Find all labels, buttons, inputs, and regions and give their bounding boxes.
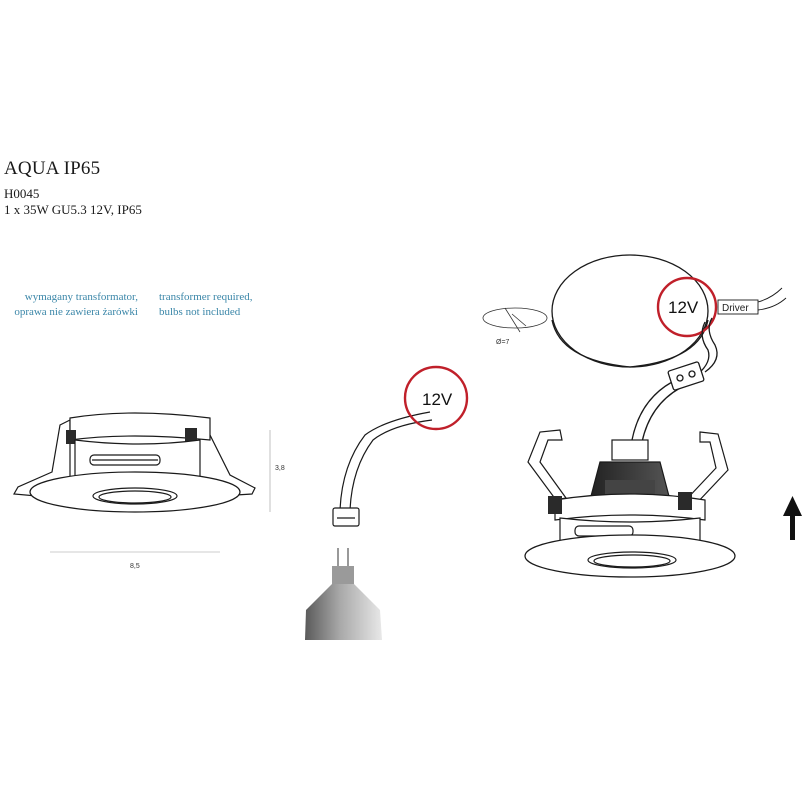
dimension-height: 3,8 [275,465,285,472]
voltage-label-bulb: 12V [422,390,453,409]
wiring [631,317,718,443]
bulb-connector [332,411,433,527]
note-polish: wymagany transformator, oprawa nie zawie… [14,291,138,318]
bulb-gu5-3 [305,548,382,640]
product-title: AQUA IP65 [4,158,101,179]
driver-voltage-callout: 12V [656,276,718,338]
arrow-up-icon [783,496,802,540]
fixture-side-view [13,412,256,513]
dimension-width: 8,5 [130,563,140,570]
voltage-label-driver: 12V [668,298,699,317]
dimension-cutout: Ø=7 [496,339,510,346]
cutout-hint: Ø=7 [482,307,548,346]
note-english: transformer required, bulbs not included [159,291,253,318]
fixture-assembly [524,429,736,578]
driver-label: Driver [722,303,749,314]
bulb-voltage-callout: 12V [403,365,469,431]
product-spec: 1 x 35W GU5.3 12V, IP65 [4,202,142,217]
product-code: H0045 [4,186,40,201]
